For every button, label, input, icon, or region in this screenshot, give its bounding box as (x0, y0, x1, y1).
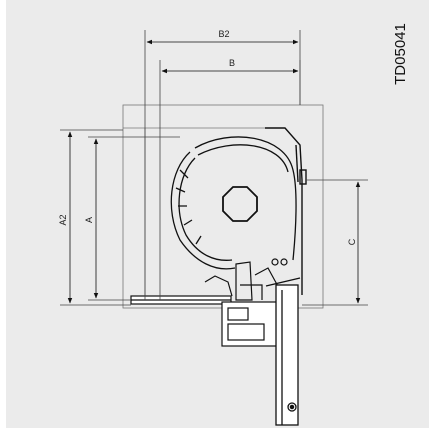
lower-profiles (130, 258, 288, 347)
dimension-a-label: A (84, 217, 94, 223)
dimension-b-label: B (229, 58, 235, 68)
cover-profile (265, 127, 307, 295)
dimension-b (159, 60, 301, 300)
octagonal-shaft (222, 186, 258, 222)
dimension-b2-label: B2 (218, 29, 229, 39)
dimension-c-label: C (347, 238, 357, 245)
curtain-coil (170, 136, 297, 270)
dimension-c (302, 179, 368, 306)
guide-rail (265, 277, 301, 426)
dimension-a (88, 136, 180, 301)
dimension-a2 (60, 129, 131, 306)
drawing-code: TD05041 (392, 23, 409, 85)
dimension-a2-label: A2 (58, 214, 68, 225)
